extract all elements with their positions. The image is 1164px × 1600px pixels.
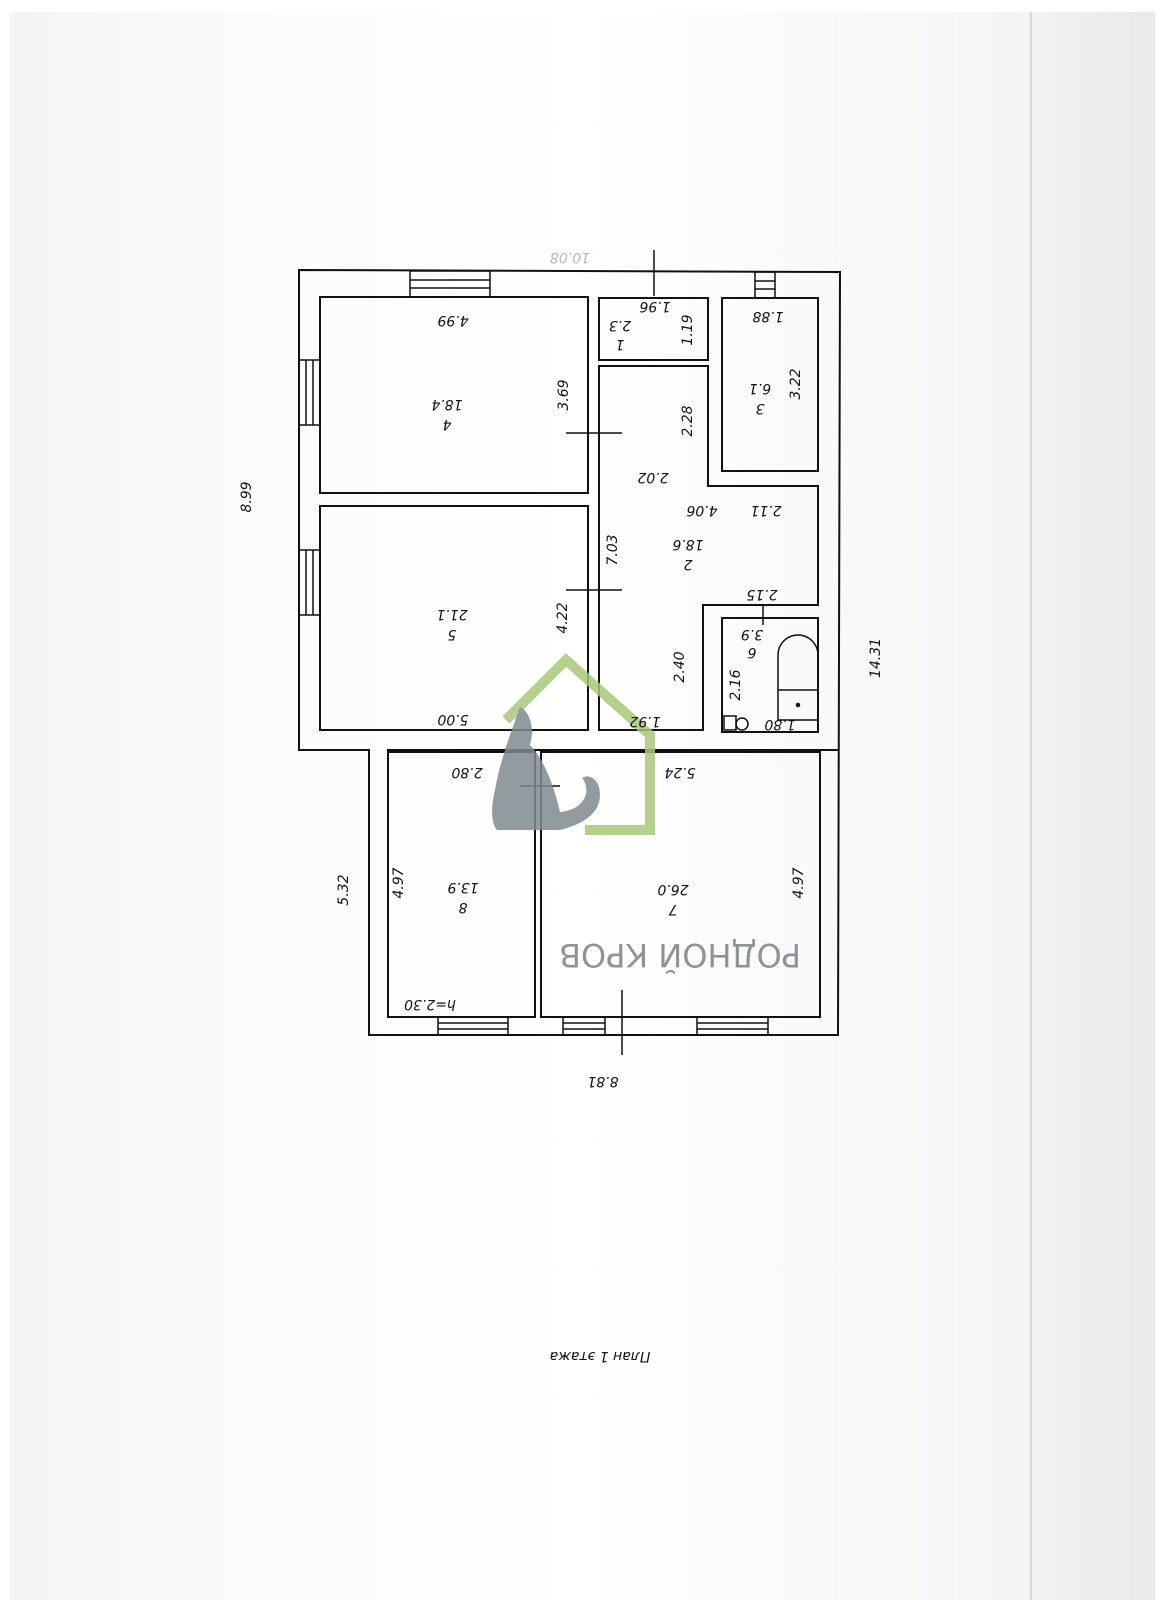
page-fold [1030,12,1032,1600]
room-2-dim: 1.92 [629,713,660,729]
room-3-dim: 3.22 [788,368,804,399]
room-7-area: 26.0 [657,881,688,897]
room-2-dim: 2.15 [746,586,777,602]
room-2-number: 2 [683,556,692,572]
window [298,359,321,426]
room-3-area: 6.1 [749,380,771,396]
room-5-number: 5 [447,626,456,642]
room-1-dim: 1.96 [639,298,670,314]
room-2-area: 18.6 [672,536,703,552]
room-2-dim: 2.02 [637,469,668,485]
overall-width-top: 8.99 [239,481,255,512]
room-3-number: 3 [756,400,765,416]
room-2-dim: 4.06 [686,502,717,518]
walls [298,268,842,1036]
plan-title: План 1 этажа [550,1348,651,1364]
logo-watermark [492,653,655,835]
overall-length: 14.31 [868,638,884,678]
room-4-number: 4 [443,416,452,432]
room-1-dim: 1.19 [680,314,696,345]
room-6-dim: 1.80 [764,716,795,732]
room-2-dim: 7.03 [605,534,621,565]
window [437,1016,509,1036]
room-8-dim: 2.80 [451,764,482,780]
room-4-dim: 4.99 [437,312,468,328]
room-8-area: 13.9 [447,879,478,895]
room-1-area: 2.3 [609,317,631,333]
room-5-dim: 4.22 [555,602,571,633]
watermark-text: РОДНОЙ КРОВ [559,936,801,974]
window [562,1016,606,1036]
room-3-dim: 1.88 [752,308,783,324]
doors [520,250,764,1055]
window [696,1016,769,1036]
window [754,271,776,299]
room-4-dim: 3.69 [556,379,572,410]
room-8-dim: 4.97 [391,867,407,898]
room-2-dim: 2.40 [672,651,688,682]
room-7-dim: 5.24 [664,764,695,780]
ghost-dimension: 10.08 [550,249,590,265]
room-1-number: 1 [616,336,625,352]
room-6-area: 3.9 [741,626,763,642]
room-2-dim: 2.28 [680,405,696,436]
ceiling-height: h=2.30 [404,996,456,1012]
labels: 10.08 1.96 1.19 2.3 1 1.88 3.22 6.1 3 4.… [239,249,884,1364]
annex-length: 5.32 [336,874,352,905]
room-8-number: 8 [458,899,467,915]
window [409,270,491,298]
window [298,549,321,616]
room-2-dim: 2.11 [750,502,781,518]
room-5-dim: 5.00 [437,711,468,727]
room-5-area: 21.1 [436,606,467,622]
bathtub-icon [723,634,819,731]
room-4-area: 18.4 [431,396,462,412]
room-6-dim: 2.16 [728,669,744,700]
room-7-dim: 4.97 [791,867,807,898]
room-6-number: 6 [747,644,756,660]
room-7-number: 7 [668,901,677,917]
overall-width-bottom: 8.81 [587,1073,618,1089]
windows [298,270,776,1036]
